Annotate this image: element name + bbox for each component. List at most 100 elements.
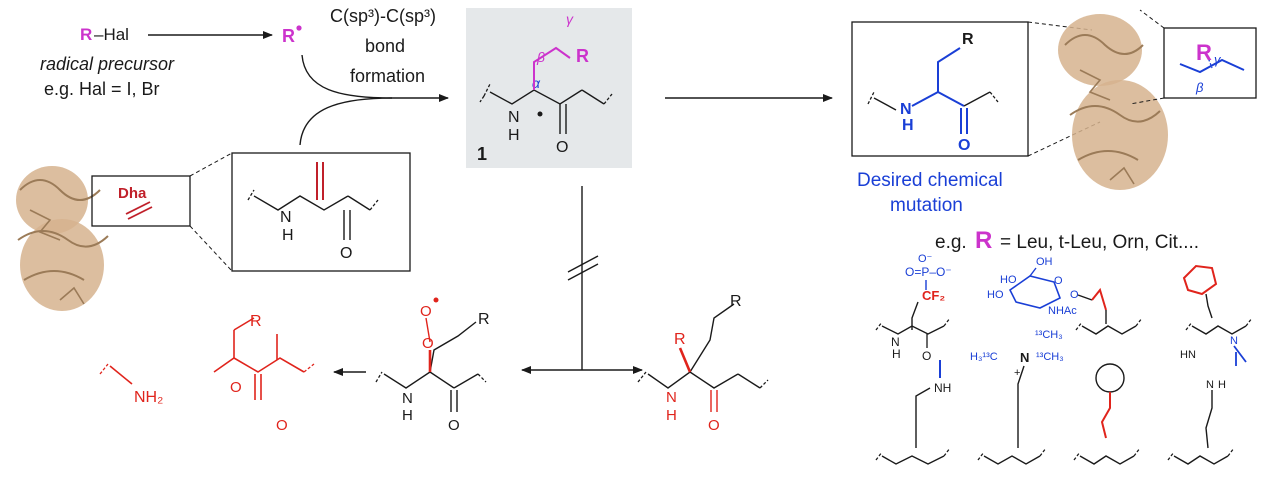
reagent-r-label: R <box>80 25 92 44</box>
int-r: R <box>576 46 589 66</box>
svg-text:O: O <box>230 379 242 396</box>
inset-box <box>1163 27 1257 99</box>
inset-gamma: γ <box>1214 52 1222 67</box>
svg-text:¹³CH₃: ¹³CH₃ <box>1035 329 1063 341</box>
desired-h: H <box>902 117 914 134</box>
svg-text:O: O <box>276 417 288 434</box>
blocked-arrow-icon <box>521 186 643 374</box>
svg-text:O⁻: O⁻ <box>918 253 933 265</box>
svg-text:O: O <box>420 303 432 320</box>
int-alpha: α <box>532 75 541 91</box>
dha-label: Dha <box>118 185 147 202</box>
svg-text:R: R <box>250 313 262 330</box>
bond-formation-line3: formation <box>350 66 425 86</box>
svg-text:O: O <box>1070 289 1079 301</box>
svg-text:+: + <box>1014 367 1020 379</box>
inset-beta: β <box>1195 80 1204 95</box>
dha-o: O <box>340 245 352 262</box>
examples-prefix: e.g. <box>935 232 967 253</box>
svg-text:R: R <box>730 293 742 310</box>
example-citrulline: HN N N H <box>1167 335 1247 465</box>
int-h: H <box>508 127 520 144</box>
svg-text:H₃¹³C: H₃¹³C <box>970 351 998 363</box>
svg-text:O: O <box>448 417 460 434</box>
svg-text:NH₂: NH₂ <box>134 389 163 406</box>
bond-formation-label: C(sp³)-C(sp³) bond formation <box>330 6 436 86</box>
desired-caption-line2: mutation <box>890 195 963 216</box>
example-glycoside: OH HO HO NHAc O O <box>987 256 1143 335</box>
int-gamma: γ <box>566 11 574 27</box>
desired-o: O <box>958 137 970 154</box>
svg-text:CF₂: CF₂ <box>922 288 945 303</box>
svg-text:O: O <box>708 417 720 434</box>
radical-dot <box>296 25 302 31</box>
desired-box <box>851 21 1029 157</box>
racemic-structure: R R N H O <box>637 293 769 434</box>
svg-text:O: O <box>422 335 434 352</box>
int-radical-dot <box>537 111 543 117</box>
dha-n: N <box>280 209 292 226</box>
svg-text:H: H <box>666 407 677 424</box>
example-cyclopentyl <box>1182 264 1253 335</box>
dha-box <box>231 152 411 272</box>
compound-number: 1 <box>477 144 487 164</box>
precursor-example: e.g. Hal = I, Br <box>44 79 160 99</box>
svg-text:N: N <box>891 335 900 349</box>
desired-caption-line1: Desired chemical <box>857 170 1003 191</box>
intermediate-1: N H O α β R γ 1 <box>466 8 632 168</box>
protein-ribbon-icon <box>1058 14 1168 190</box>
desired-n: N <box>900 101 912 118</box>
svg-text:OH: OH <box>1036 256 1053 268</box>
bond-formation-line2: bond <box>365 36 405 56</box>
svg-text:R: R <box>478 311 490 328</box>
examples-r: R <box>975 227 992 254</box>
bond-formation-line1: C(sp³)-C(sp³) <box>330 6 436 26</box>
svg-text:N: N <box>1020 350 1029 365</box>
radical-precursor-group: R –Hal radical precursor e.g. Hal = I, B… <box>40 25 302 99</box>
svg-text:H: H <box>892 347 901 361</box>
protein-left: Dha <box>16 152 233 311</box>
merge-curve-top <box>301 54 393 99</box>
svg-text:HO: HO <box>1000 274 1017 286</box>
int-n: N <box>508 109 520 126</box>
dha-zoom-box <box>91 175 191 227</box>
dha-h: H <box>282 227 294 244</box>
merge-curve-bottom <box>299 97 393 146</box>
examples-list: = Leu, t-Leu, Orn, Cit.... <box>1000 232 1199 253</box>
svg-text:O: O <box>1054 275 1063 287</box>
examples-header: e.g. R = Leu, t-Leu, Orn, Cit.... <box>935 227 1199 254</box>
precursor-caption: radical precursor <box>40 54 175 74</box>
diketone-fragment: R O O <box>213 313 315 434</box>
svg-text:N: N <box>1206 379 1214 391</box>
svg-text:N: N <box>402 390 413 407</box>
svg-text:H: H <box>1218 379 1226 391</box>
desired-r: R <box>962 31 974 48</box>
reagent-hal-label: –Hal <box>94 25 129 44</box>
svg-text:HN: HN <box>1180 349 1196 361</box>
int-o: O <box>556 139 568 156</box>
peroxy-radical-dot <box>433 297 439 303</box>
radical-r-label: R <box>282 26 295 46</box>
svg-text:H: H <box>402 407 413 424</box>
int-beta: β <box>536 49 545 65</box>
inset-r: R <box>1196 40 1212 65</box>
example-phosphonate: O⁻ O=P–O⁻ CF₂ N H O <box>875 253 952 363</box>
example-trimethyllysine: ¹³CH₃ H₃¹³C ¹³CH₃ N + <box>970 329 1064 465</box>
amine-fragment: NH₂ <box>99 363 163 406</box>
svg-text:O=P–O⁻: O=P–O⁻ <box>905 265 952 279</box>
svg-text:NHAc: NHAc <box>1048 305 1077 317</box>
svg-text:NH: NH <box>934 381 951 395</box>
dha-structure: N H O <box>231 152 411 272</box>
example-homophenylalanine <box>1073 363 1141 465</box>
svg-text:O: O <box>922 349 931 363</box>
protein-ribbon-icon <box>16 166 109 311</box>
svg-text:¹³CH₃: ¹³CH₃ <box>1036 351 1064 363</box>
svg-text:R: R <box>674 331 686 348</box>
example-ornithine-amide: NH <box>875 360 951 465</box>
svg-text:N: N <box>1230 335 1238 347</box>
svg-text:N: N <box>666 389 677 406</box>
intermediate-box <box>466 8 632 168</box>
peroxy-structure: O O R N H O <box>375 297 490 434</box>
desired-structure: R N H O <box>851 21 1029 157</box>
